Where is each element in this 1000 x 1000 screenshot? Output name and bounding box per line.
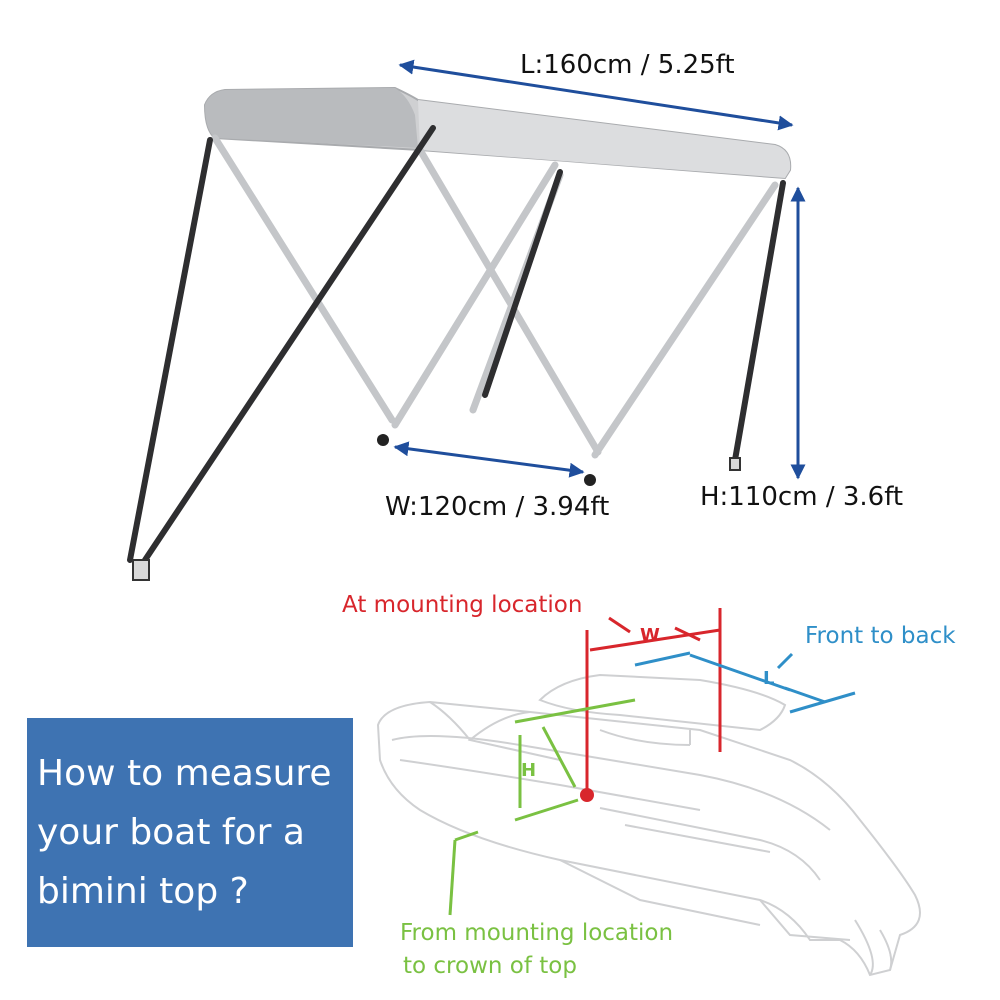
w-letter: W [640,625,660,646]
info-line-1: How to measure [37,753,332,794]
l-letter: L [763,668,775,689]
boat-outline [376,673,921,977]
how-to-measure-text: How to measure your boat for a bimini to… [37,744,332,921]
info-line-3: bimini top ? [37,871,249,912]
info-line-2: your boat for a [37,812,305,853]
crown-label-line1: From mounting location [400,920,674,946]
length-label: L:160cm / 5.25ft [520,50,735,80]
straps [127,125,786,563]
width-label: W:120cm / 3.94ft [385,492,610,522]
how-to-measure-box: How to measure your boat for a bimini to… [27,718,353,947]
mounting-markers [585,608,722,795]
front-to-back-label: Front to back [805,623,956,649]
h-letter: H [521,760,537,781]
front-to-back-markers [634,651,856,714]
height-markers [448,698,636,916]
crown-label-line2: to crown of top [403,953,577,979]
length-arrow [398,59,794,131]
mounting-point [580,788,594,802]
mounting-fittings [132,434,741,581]
width-arrow [393,441,585,478]
height-label: H:110cm / 3.6ft [700,482,904,512]
mounting-location-label: At mounting location [342,592,583,618]
